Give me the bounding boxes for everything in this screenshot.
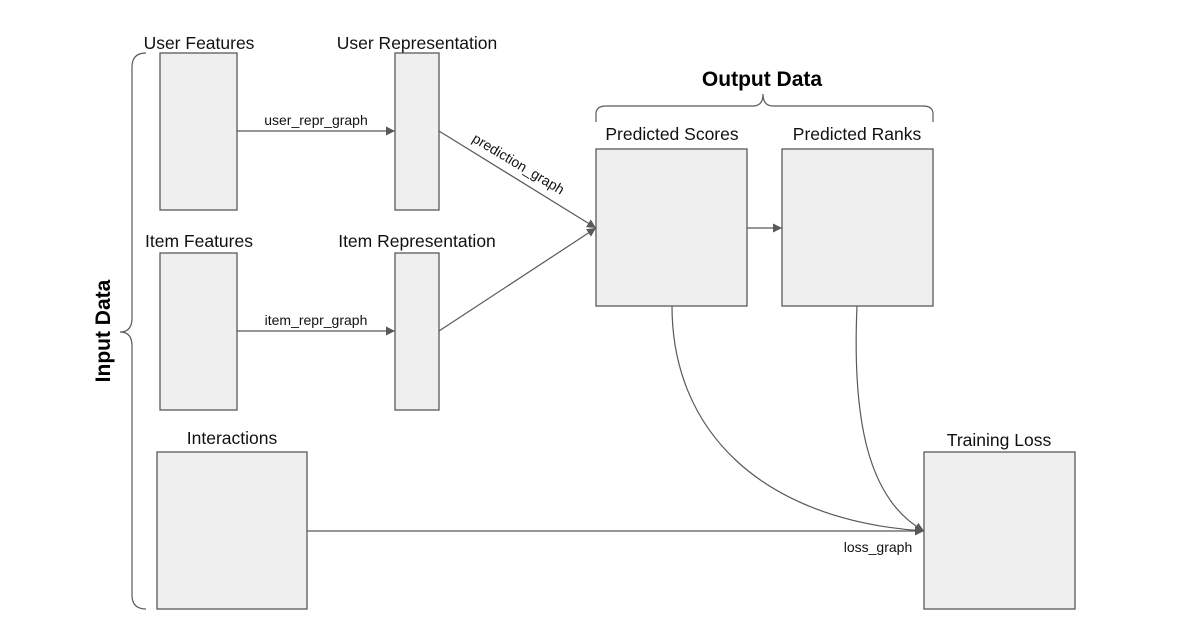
user-features-label: User Features: [144, 33, 255, 53]
item-representation-box: [394, 252, 440, 411]
edge-ranks-to-loss: [855, 305, 925, 532]
output-data-brace: [595, 93, 934, 122]
predicted-scores-box: [595, 148, 748, 307]
user-features-box: [159, 52, 238, 211]
item-representation-label: Item Representation: [338, 231, 496, 251]
user-representation-label: User Representation: [337, 33, 498, 53]
interactions-label: Interactions: [187, 428, 278, 448]
prediction-graph-label: prediction_graph: [470, 130, 568, 197]
input-data-label: Input Data: [92, 279, 115, 382]
interactions-box: [156, 451, 308, 610]
edge-scores-to-loss: [671, 305, 925, 535]
edge-prediction-item: [438, 227, 597, 332]
loss-graph-label: loss_graph: [844, 539, 913, 555]
predicted-ranks-label: Predicted Ranks: [793, 124, 922, 144]
predicted-ranks-box: [781, 148, 934, 307]
training-loss-label: Training Loss: [947, 430, 1052, 450]
predicted-scores-label: Predicted Scores: [605, 124, 739, 144]
item-features-box: [159, 252, 238, 411]
user-representation-box: [394, 52, 440, 211]
output-data-label: Output Data: [702, 68, 822, 91]
training-loss-box: [923, 451, 1076, 610]
input-data-brace: [119, 52, 147, 610]
edge-prediction-user: [438, 130, 597, 229]
item-features-label: Item Features: [145, 231, 253, 251]
item-repr-graph-label: item_repr_graph: [265, 312, 368, 328]
user-repr-graph-label: user_repr_graph: [264, 112, 368, 128]
